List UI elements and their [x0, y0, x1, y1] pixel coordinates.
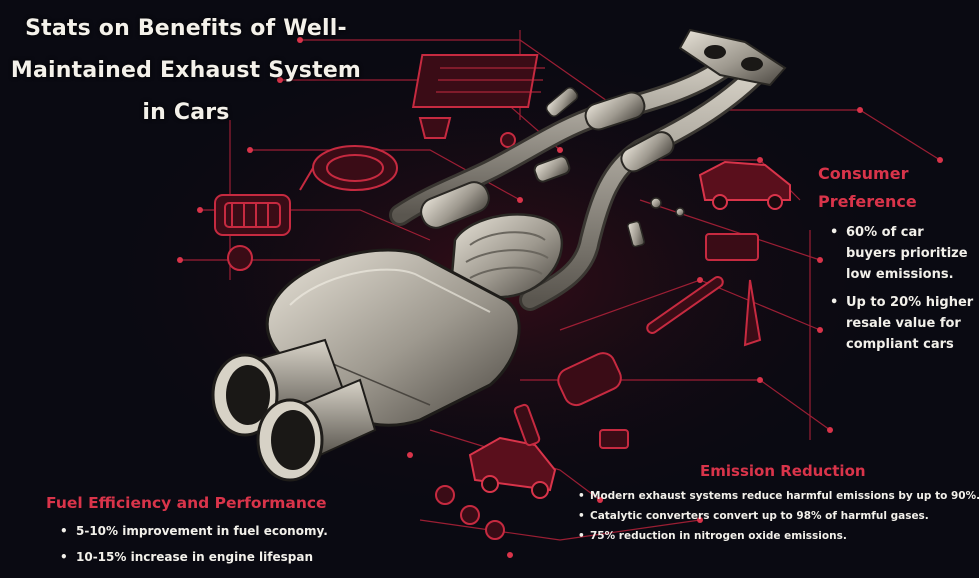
heading-line: Preference	[818, 192, 917, 211]
flange-icon	[678, 28, 787, 87]
list-item: Modern exhaust systems reduce harmful em…	[576, 486, 979, 506]
emission-reduction-heading: Emission Reduction	[700, 462, 866, 480]
list-item: 60% of car buyers prioritize low emissio…	[828, 222, 978, 285]
list-item: 75% reduction in nitrogen oxide emission…	[576, 526, 979, 546]
engine-part-icon	[214, 194, 291, 236]
list-item: 10-15% increase in engine lifespan	[58, 544, 358, 570]
engine-part-icon	[411, 54, 545, 108]
car-icon	[468, 436, 557, 499]
consumer-preference-heading: Consumer Preference	[818, 160, 968, 216]
car-icon	[698, 160, 791, 210]
tailpipe-icon	[211, 338, 377, 482]
title-line: Stats on Benefits of Well-	[25, 16, 347, 41]
resonator-icon	[420, 91, 675, 229]
engine-part-icon	[299, 145, 398, 191]
heading-line: Consumer	[818, 164, 909, 183]
emission-reduction-list: Modern exhaust systems reduce harmful em…	[576, 486, 979, 546]
list-item: Up to 20% higher resale value for compli…	[828, 292, 978, 355]
list-item: Catalytic converters convert up to 98% o…	[576, 506, 979, 526]
bolt-icon	[545, 87, 685, 248]
fuel-efficiency-heading: Fuel Efficiency and Performance	[46, 494, 327, 512]
engine-part-icon	[435, 233, 762, 540]
list-item: 5-10% improvement in fuel economy.	[58, 518, 358, 544]
consumer-preference-list: 60% of car buyers prioritize low emissio…	[828, 222, 978, 362]
exhaust-pipe-icon	[389, 44, 771, 311]
title-line: Maintained Exhaust System	[10, 58, 362, 83]
fuel-efficiency-list: 5-10% improvement in fuel economy. 10-15…	[58, 518, 358, 570]
title-line: in Cars	[142, 100, 230, 125]
blueprint-dots	[177, 37, 943, 558]
engine-part-icon	[227, 117, 516, 271]
page-title: Stats on Benefits of Well- Maintained Ex…	[6, 8, 366, 134]
